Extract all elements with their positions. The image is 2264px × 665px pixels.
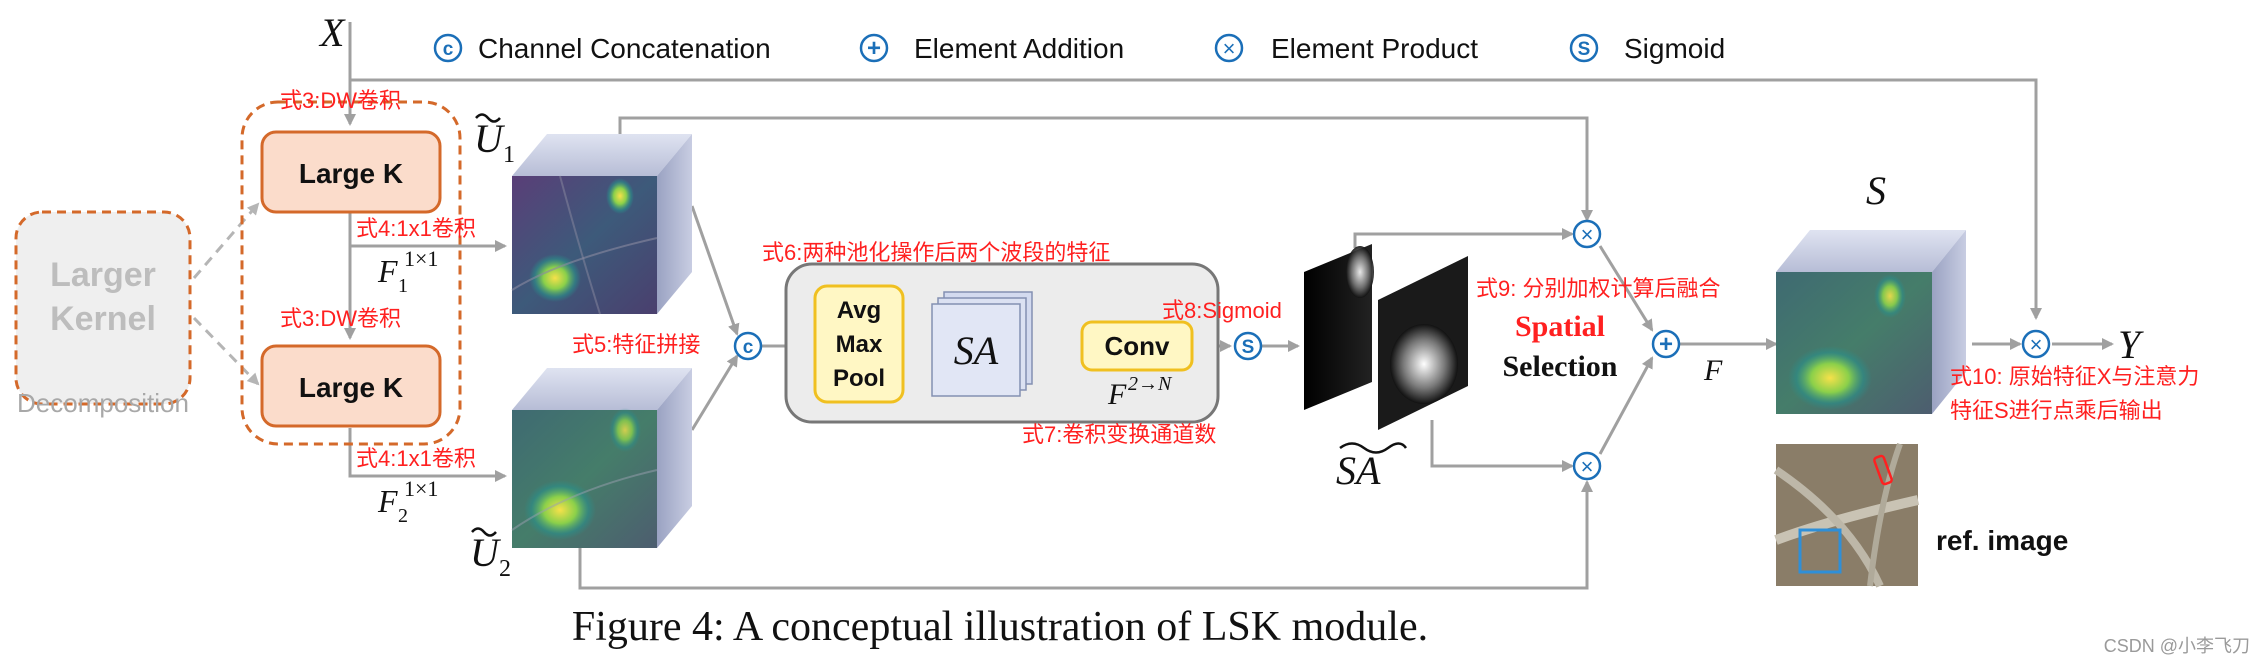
svg-text:S: S xyxy=(1578,39,1591,60)
svg-text:SA: SA xyxy=(1336,448,1381,493)
product-legend-label: Element Product xyxy=(1271,33,1478,64)
f2-label: F 2 1×1 xyxy=(377,476,438,527)
eq5-annotation: 式5:特征拼接 xyxy=(572,332,700,357)
svg-text:×: × xyxy=(1223,36,1236,61)
u1-feature-cube xyxy=(511,134,692,315)
larger-kernel-text-1: Larger xyxy=(50,256,156,294)
watermark: CSDN @小李飞刀 xyxy=(2104,636,2250,656)
s-label: S xyxy=(1866,168,1886,213)
svg-text:S: S xyxy=(1242,337,1255,358)
u2-feature-cube xyxy=(511,368,692,548)
eq10-annotation-line1: 式10: 原始特征X与注意力 xyxy=(1950,364,2199,389)
svg-text:Large K: Large K xyxy=(299,372,403,403)
svg-text:F: F xyxy=(377,253,398,289)
svg-text:c: c xyxy=(443,39,454,60)
eq8-annotation: 式8:Sigmoid xyxy=(1162,298,1282,323)
svg-text:F: F xyxy=(1107,378,1127,411)
legend: c Channel Concatenation + Element Additi… xyxy=(433,33,1725,64)
reference-image xyxy=(1773,442,1920,588)
figure-caption: Figure 4: A conceptual illustration of L… xyxy=(572,604,1428,650)
eq4-top-annotation: 式4:1x1卷积 xyxy=(356,216,476,241)
f-script-label: F xyxy=(1703,354,1723,387)
svg-text:U: U xyxy=(470,530,502,575)
top-product-operator-icon: × xyxy=(1572,219,1602,249)
output-y-label: Y xyxy=(2118,322,2144,367)
svg-text:U: U xyxy=(474,116,506,161)
input-x-label: X xyxy=(318,10,346,55)
svg-text:c: c xyxy=(743,337,754,358)
sa-tilde-label: SA xyxy=(1336,442,1408,493)
eq4-bottom-annotation: 式4:1x1卷积 xyxy=(356,446,476,471)
eq6-annotation: 式6:两种池化操作后两个波段的特征 xyxy=(762,240,1110,265)
sigmoid-operator-icon: S xyxy=(1233,331,1263,361)
svg-text:Pool: Pool xyxy=(833,365,885,392)
svg-text:F: F xyxy=(377,483,398,519)
final-product-operator-icon: × xyxy=(2021,329,2051,359)
bottom-product-operator-icon: × xyxy=(1572,451,1602,481)
svg-text:1×1: 1×1 xyxy=(404,476,438,501)
svg-text:2→N: 2→N xyxy=(1128,373,1173,395)
f1-label: F 1 1×1 xyxy=(377,246,438,297)
large-kernel-group xyxy=(240,100,462,446)
svg-text:+: + xyxy=(1659,331,1673,358)
svg-text:2: 2 xyxy=(398,505,408,527)
concat-legend-icon: c xyxy=(433,33,463,63)
svg-text:1: 1 xyxy=(503,142,515,168)
svg-text:×: × xyxy=(1581,454,1594,479)
svg-text:2: 2 xyxy=(499,556,511,582)
svg-text:1: 1 xyxy=(398,275,408,297)
svg-text:Conv: Conv xyxy=(1105,331,1171,361)
product-legend-icon: × xyxy=(1214,33,1244,63)
svg-text:1×1: 1×1 xyxy=(404,246,438,271)
decomposition-arrows xyxy=(192,202,260,386)
add-legend-icon: + xyxy=(859,33,889,63)
larger-kernel-text-2: Kernel xyxy=(50,300,156,338)
svg-text:×: × xyxy=(2030,332,2043,357)
eq3-bottom-annotation: 式3:DW卷积 xyxy=(280,306,401,331)
eq3-top-annotation: 式3:DW卷积 xyxy=(280,88,401,113)
svg-text:Avg: Avg xyxy=(837,297,881,324)
eq7-annotation: 式7:卷积变换通道数 xyxy=(1022,422,1216,447)
svg-text:×: × xyxy=(1581,222,1594,247)
svg-text:Large K: Large K xyxy=(299,158,403,189)
svg-text:Max: Max xyxy=(836,331,883,358)
larger-kernel-block: Larger Kernel Decomposition xyxy=(14,210,192,418)
sa-tensor-block: SA xyxy=(931,291,1033,397)
concat-operator-icon: c xyxy=(733,331,763,361)
eq9-annotation: 式9: 分别加权计算后融合 xyxy=(1476,276,1720,301)
spatial-label: Spatial xyxy=(1515,310,1605,343)
svg-text:SA: SA xyxy=(954,328,999,373)
u1-label: U 1 xyxy=(474,113,515,168)
eq10-annotation-line2: 特征S进行点乘后输出 xyxy=(1950,398,2163,423)
large-k-block-1: Large K xyxy=(260,130,442,214)
spatial-attention-maps xyxy=(1304,244,1468,430)
add-operator-icon: + xyxy=(1651,329,1681,359)
sigmoid-legend-icon: S xyxy=(1569,33,1599,63)
concat-legend-label: Channel Concatenation xyxy=(478,33,771,64)
u2-label: U 2 xyxy=(470,527,511,582)
ref-image-label: ref. image xyxy=(1936,525,2068,556)
connections xyxy=(344,22,2114,590)
decomposition-label: Decomposition xyxy=(17,388,189,418)
add-legend-label: Element Addition xyxy=(914,33,1124,64)
f2n-label: F 2→N xyxy=(1107,373,1173,411)
avg-max-pool-block: Avg Max Pool xyxy=(813,284,905,404)
s-feature-cube xyxy=(1776,230,1966,414)
large-k-block-2: Large K xyxy=(260,344,442,428)
svg-text:+: + xyxy=(867,35,881,62)
selection-label: Selection xyxy=(1503,350,1618,383)
sigmoid-legend-label: Sigmoid xyxy=(1624,33,1725,64)
conv-block: Conv xyxy=(1080,320,1194,372)
